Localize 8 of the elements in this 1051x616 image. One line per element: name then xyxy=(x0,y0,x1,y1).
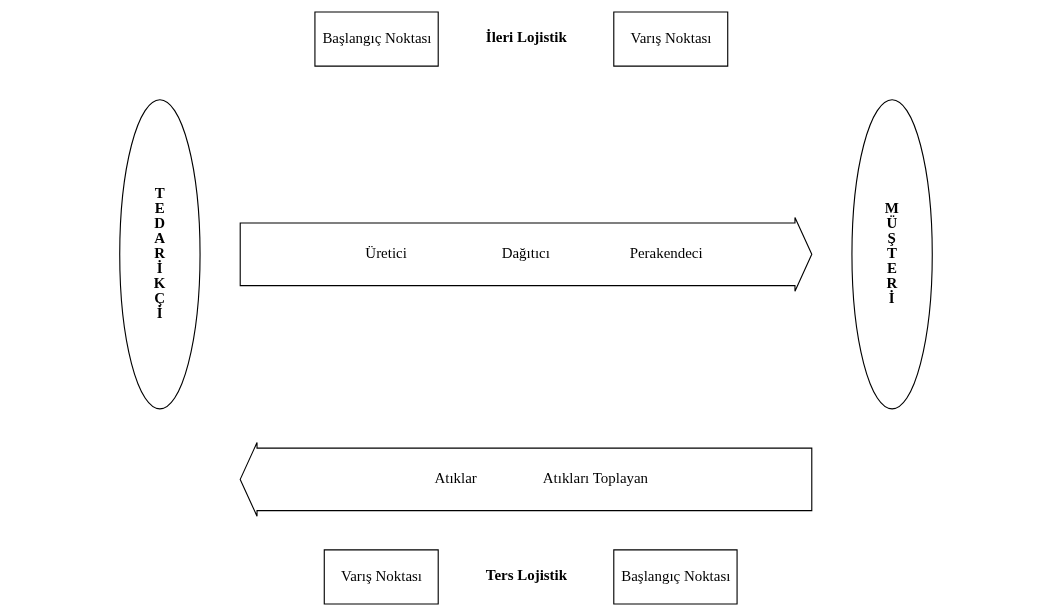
node-box: Varış Noktası xyxy=(612,11,728,67)
node-ellipse: MÜŞTERİ xyxy=(850,99,933,410)
label: Ters Lojistik xyxy=(485,566,567,583)
label: İleri Lojistik xyxy=(485,28,567,45)
node-ellipse: TEDARİKÇİ xyxy=(118,99,201,410)
node-box: Varış Noktası xyxy=(323,549,439,605)
node-box: Başlangıç Noktası xyxy=(313,11,439,67)
node-box: Başlangıç Noktası xyxy=(612,549,738,605)
